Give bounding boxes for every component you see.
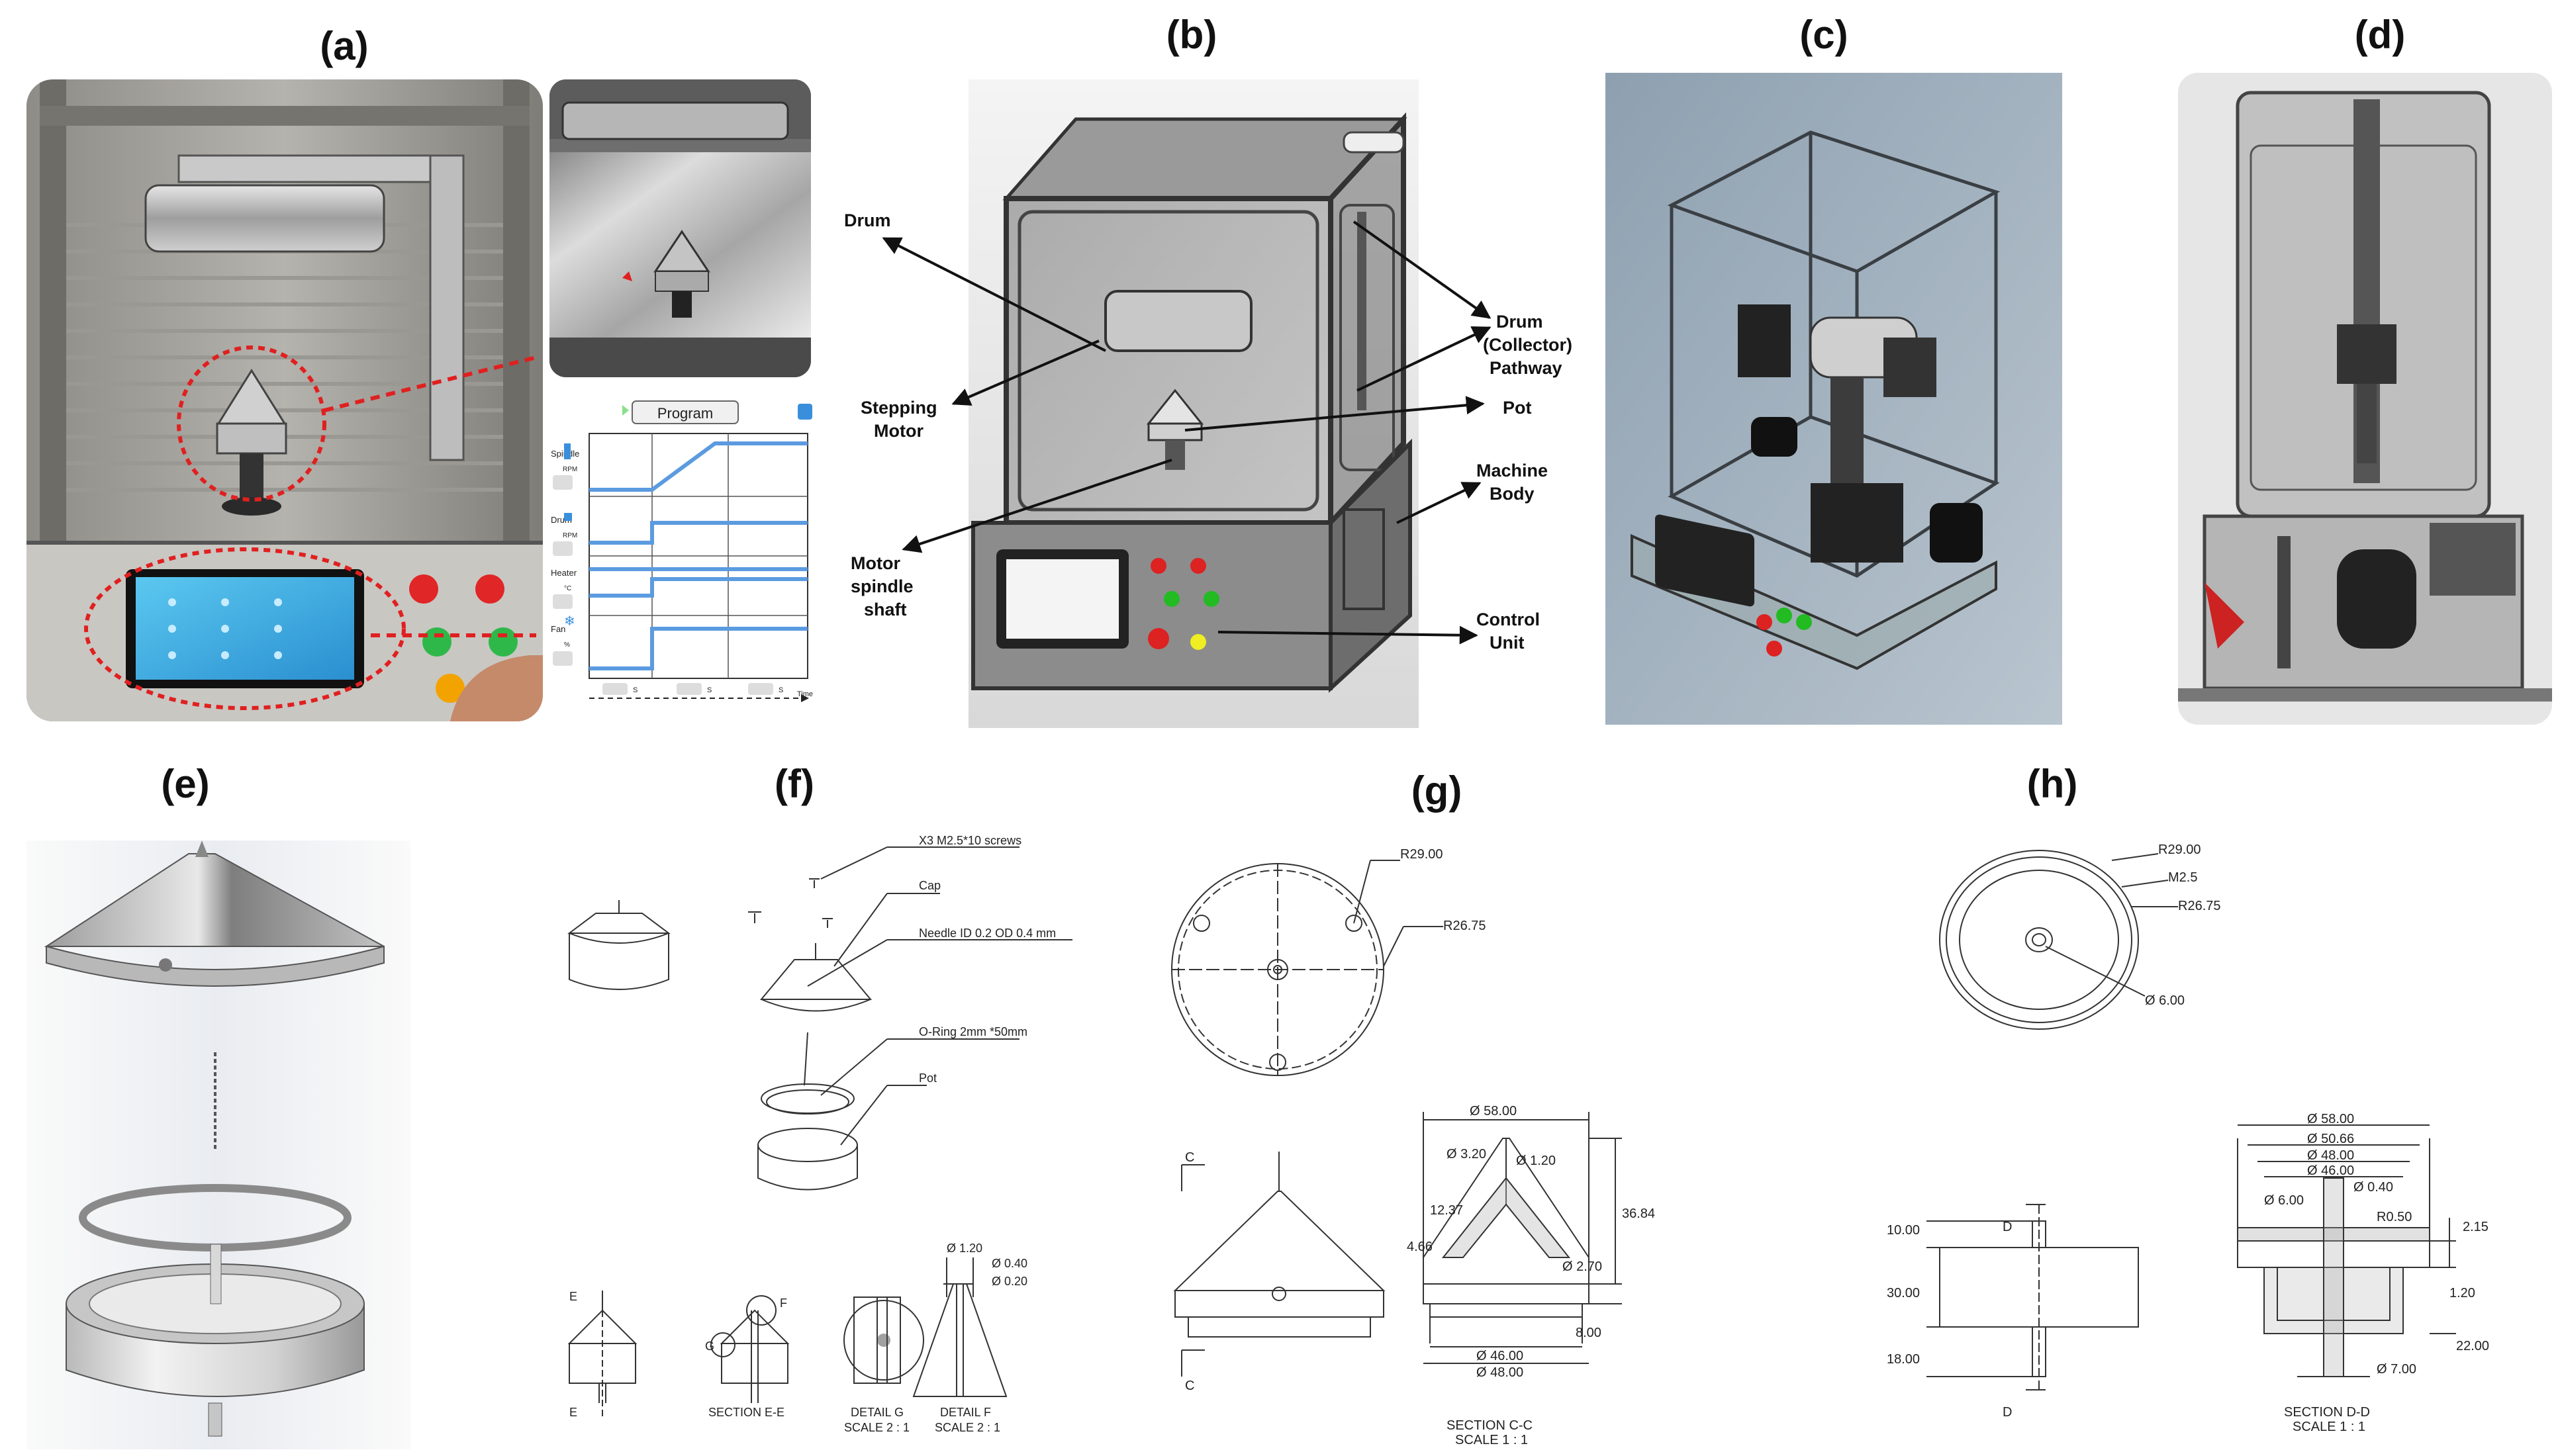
label-screws: X3 M2.5*10 screws <box>919 834 1021 847</box>
section-cc-label-1: SECTION C-C <box>1446 1418 1533 1433</box>
section-e-top: E <box>569 1290 577 1303</box>
section-c-bottom: C <box>1185 1379 1194 1393</box>
exploded-3d-render <box>26 841 410 1449</box>
label-needle: Needle ID 0.2 OD 0.4 mm <box>919 927 1056 940</box>
dim-1800-h: 18.00 <box>1887 1352 1920 1367</box>
dim-3684-g: 36.84 <box>1622 1206 1655 1221</box>
fan-icon: ❄ <box>564 614 575 629</box>
dim-d46-h: Ø 46.00 <box>2307 1163 2354 1178</box>
label-oring: O-Ring 2mm *50mm <box>919 1025 1027 1038</box>
dim-2200-h: 22.00 <box>2456 1339 2489 1353</box>
label-pot-f: Pot <box>919 1071 937 1085</box>
segment-marker-3: S <box>779 686 783 694</box>
label-motor-spindle-1: Motor <box>851 553 900 573</box>
panel-label-g: (g) <box>1411 768 1462 813</box>
row-unit-spindle: RPM <box>563 466 577 473</box>
dim-d5066-h: Ø 50.66 <box>2307 1132 2354 1146</box>
dim-d46-g: Ø 46.00 <box>1476 1349 1523 1363</box>
segment-marker-1: S <box>633 686 638 694</box>
dim-215-h: 2.15 <box>2463 1220 2489 1234</box>
panel-label-c: (c) <box>1799 13 1848 57</box>
dim-d6-h: Ø 6.00 <box>2145 993 2185 1008</box>
panel-label-b: (b) <box>1166 13 1217 57</box>
dim-d120-g: Ø 1.20 <box>1516 1154 1556 1168</box>
pot-closeup-photo <box>549 79 811 377</box>
label-stepping-motor-2: Motor <box>874 421 924 441</box>
technical-drawing-g: R29.00 R26.75 C C Ø 58.00 Ø 3.20 Ø 1.20 … <box>1165 834 1655 1453</box>
dim-d7-h: Ø 7.00 <box>2377 1362 2416 1377</box>
dim-1237-g: 12.37 <box>1430 1203 1463 1218</box>
panel-label-e: (e) <box>161 762 210 806</box>
row-unit-heater: °C <box>564 585 571 592</box>
assembly-drawing-f: X3 M2.5*10 screws Cap Needle ID 0.2 OD 0… <box>543 834 1106 1449</box>
dim-r050-h: R0.50 <box>2377 1210 2412 1224</box>
section-d-bottom: D <box>2003 1405 2012 1420</box>
dim-d020-f: Ø 0.20 <box>992 1275 1027 1288</box>
panel-label-f: (f) <box>775 762 814 806</box>
dim-3000-h: 30.00 <box>1887 1286 1920 1300</box>
dim-d320-g: Ø 3.20 <box>1446 1147 1486 1161</box>
dim-r2675-h: R26.75 <box>2178 899 2221 913</box>
program-title: Program <box>657 405 713 422</box>
detail-f-label-2: SCALE 2 : 1 <box>935 1421 1000 1434</box>
detail-g-label-1: DETAIL G <box>851 1406 904 1419</box>
dim-d040-f: Ø 0.40 <box>992 1257 1027 1270</box>
section-d-top: D <box>2003 1220 2012 1234</box>
label-cap: Cap <box>919 879 941 892</box>
section-dd-label-2: SCALE 1 : 1 <box>2293 1420 2365 1434</box>
label-drum: Drum <box>844 210 891 230</box>
dim-d270-g: Ø 2.70 <box>1562 1259 1602 1274</box>
label-drum-pathway-2: (Collector) <box>1483 335 1572 355</box>
section-e-bottom: E <box>569 1406 577 1419</box>
dim-r2675-g: R26.75 <box>1443 919 1486 933</box>
panel-label-a: (a) <box>320 24 369 68</box>
label-control-unit-1: Control <box>1476 610 1540 629</box>
label-machine-body-1: Machine <box>1476 461 1548 480</box>
detail-f-mark: F <box>780 1297 787 1310</box>
machine-render-side <box>2178 73 2552 725</box>
dim-800-g: 8.00 <box>1576 1326 1601 1340</box>
label-drum-pathway-1: Drum <box>1496 312 1543 332</box>
row-unit-drum: RPM <box>563 532 577 539</box>
label-motor-spindle-2: spindle <box>851 576 914 596</box>
label-machine-body-2: Body <box>1490 484 1535 504</box>
section-ee-label: SECTION E-E <box>708 1406 784 1419</box>
dim-d58-h: Ø 58.00 <box>2307 1112 2354 1126</box>
technical-drawing-h: R29.00 M2.5 R26.75 Ø 6.00 D D 10.00 30.0… <box>1867 834 2555 1453</box>
dim-r29-g: R29.00 <box>1400 847 1443 862</box>
segment-marker-2: S <box>707 686 712 694</box>
dim-d6b-h: Ø 6.00 <box>2264 1193 2304 1208</box>
row-unit-fan: % <box>564 641 570 649</box>
dim-120-h: 1.20 <box>2449 1286 2475 1300</box>
machine-render-labeled: Drum Stepping Motor Motor spindle shaft … <box>814 73 1576 735</box>
dim-r29-h: R29.00 <box>2158 842 2201 857</box>
dim-d48-g: Ø 48.00 <box>1476 1365 1523 1380</box>
label-stepping-motor-1: Stepping <box>861 398 937 418</box>
detail-g-mark: G <box>705 1340 714 1353</box>
label-motor-spindle-3: shaft <box>864 600 907 619</box>
dim-d120-f: Ø 1.20 <box>947 1242 982 1255</box>
section-cc-label-2: SCALE 1 : 1 <box>1455 1433 1528 1447</box>
dim-d48-h: Ø 48.00 <box>2307 1148 2354 1163</box>
program-chart: Program Spindle RPM Drum RPM Heater °C F… <box>549 397 814 728</box>
dim-d58-g: Ø 58.00 <box>1470 1104 1517 1118</box>
label-drum-pathway-3: Pathway <box>1490 358 1562 378</box>
dim-m25-h: M2.5 <box>2168 870 2197 885</box>
machine-photo <box>26 79 543 721</box>
label-pot: Pot <box>1503 398 1532 418</box>
panel-label-d: (d) <box>2354 13 2406 57</box>
row-label-fan: Fan <box>551 624 565 634</box>
dim-d040-h: Ø 0.40 <box>2353 1180 2393 1195</box>
label-control-unit-2: Unit <box>1490 633 1524 653</box>
detail-f-label-1: DETAIL F <box>940 1406 991 1419</box>
dim-1000-h: 10.00 <box>1887 1223 1920 1238</box>
section-c-top: C <box>1185 1150 1194 1165</box>
section-dd-label-1: SECTION D-D <box>2284 1405 2370 1420</box>
dim-466-g: 4.66 <box>1407 1240 1433 1254</box>
detail-g-label-2: SCALE 2 : 1 <box>844 1421 910 1434</box>
panel-label-h: (h) <box>2026 762 2078 806</box>
row-label-heater: Heater <box>551 568 577 578</box>
machine-render-transparent <box>1605 73 2062 725</box>
time-axis-label: Time <box>797 690 813 698</box>
